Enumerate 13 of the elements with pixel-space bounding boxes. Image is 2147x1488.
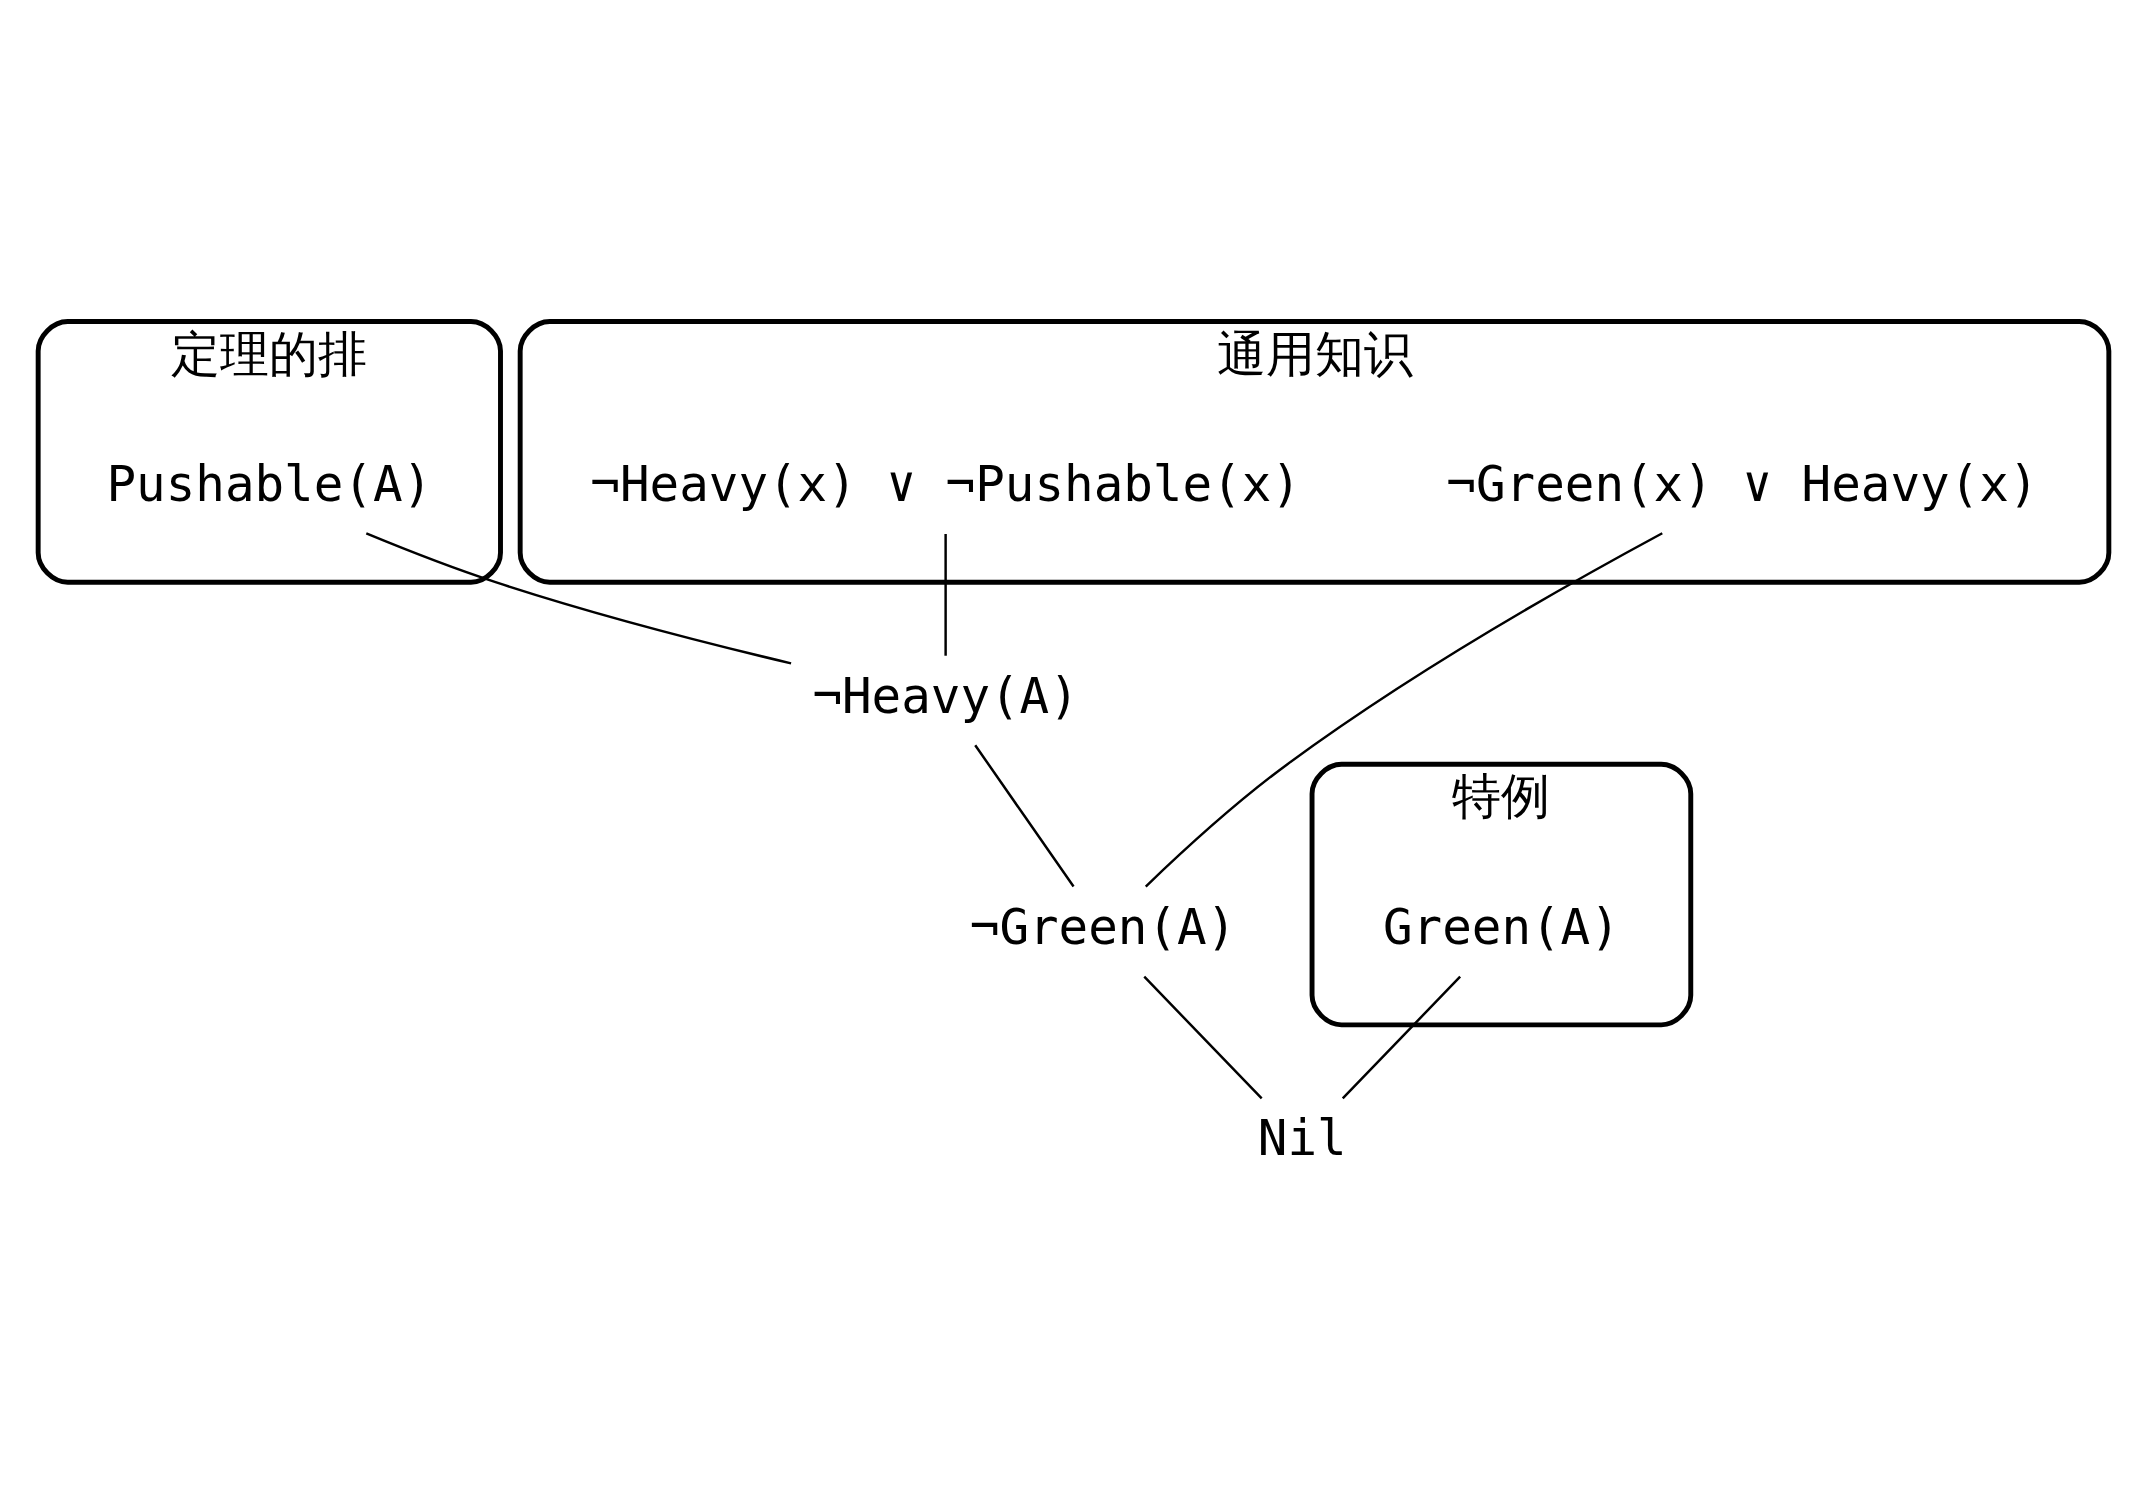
node-text: ¬Green(A) [969,897,1237,956]
connector [974,744,1075,887]
connector [365,531,792,665]
node-text: ¬Heavy(x) ∨ ¬Pushable(x) [590,454,1301,513]
connector [1341,975,1462,1099]
node-text: Nil [1257,1108,1347,1167]
node-text: Pushable(A) [106,454,433,513]
connector [1144,531,1663,887]
connector [1143,975,1263,1099]
node-text: ¬Green(x) ∨ Heavy(x) [1446,454,2039,513]
node-text: ¬Heavy(A) [812,666,1079,725]
connector [944,533,947,656]
node-text: Green(A) [1382,897,1620,956]
